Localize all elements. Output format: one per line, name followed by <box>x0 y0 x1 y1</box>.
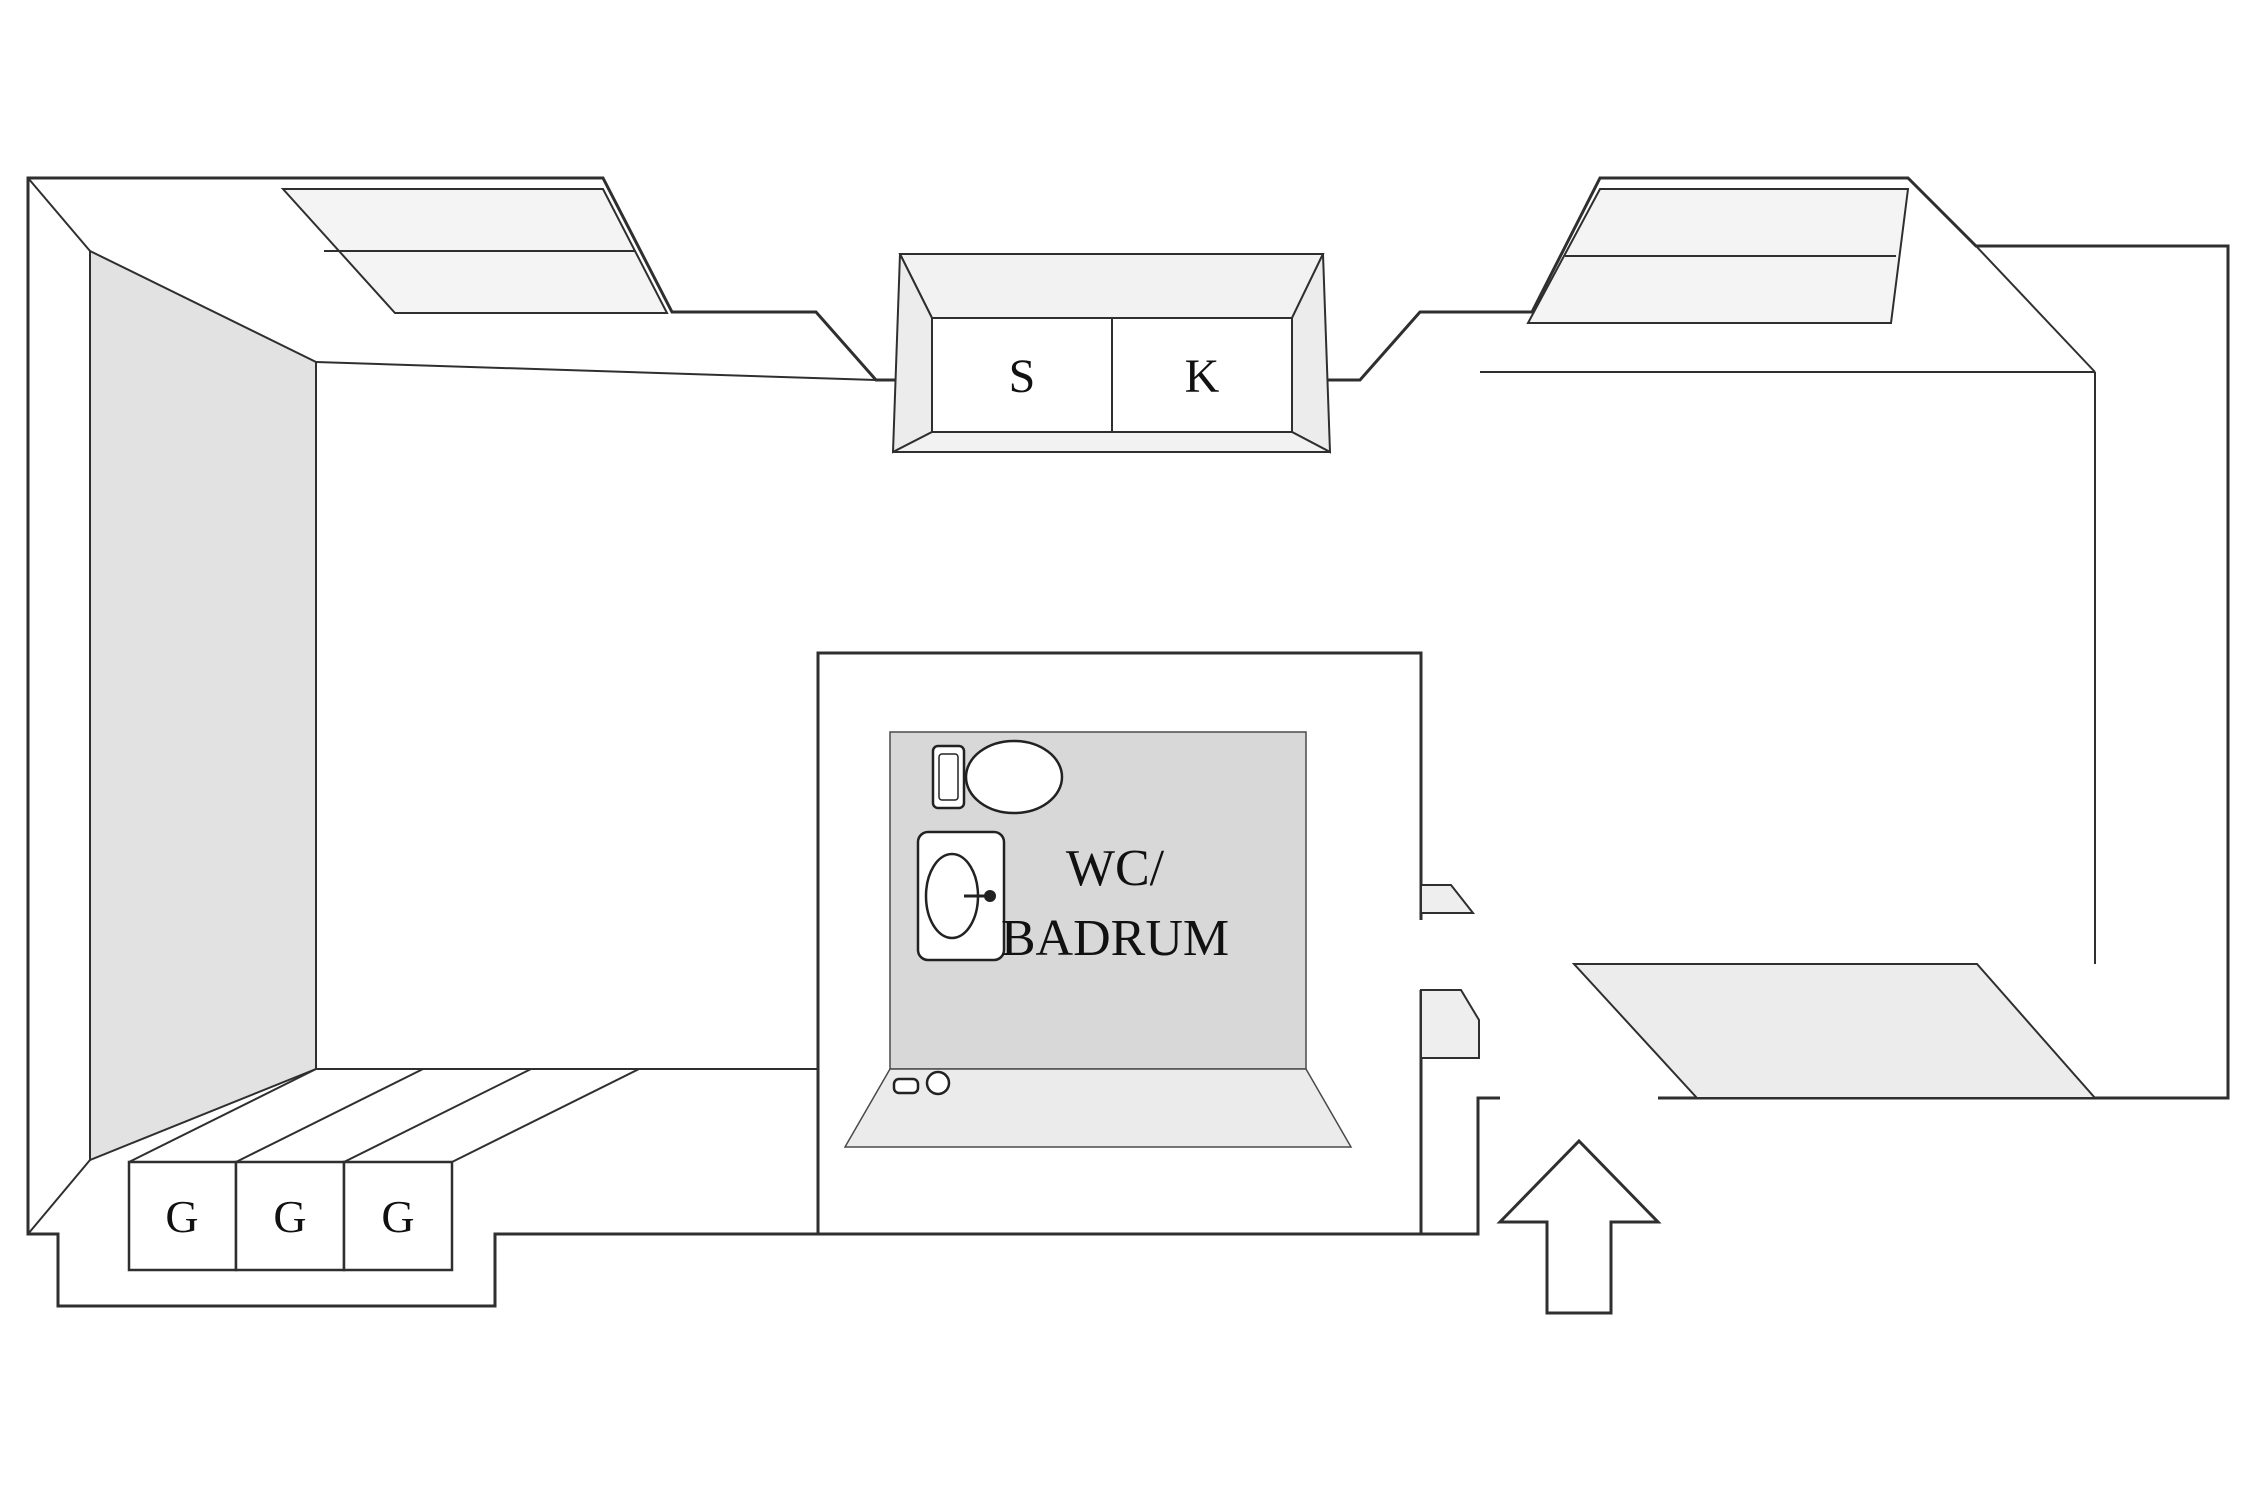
wc-label-line1: WC/ <box>1066 840 1165 897</box>
wardrobe-label-1: G <box>165 1191 198 1242</box>
wc-door-jamb-upper <box>1420 884 1476 914</box>
wc-room: WC/ BADRUM <box>816 651 1480 1236</box>
corner-line-bottom-left <box>27 1159 91 1235</box>
wardrobe-box-1 <box>127 1160 238 1272</box>
cabinet-door-k <box>1111 317 1293 433</box>
cabinet-block: S K <box>891 253 1332 454</box>
left-wall-panel <box>89 249 317 1162</box>
shower-icon <box>892 1070 951 1096</box>
wc-door-jamb-lower <box>1420 989 1480 1059</box>
shelf-right <box>1526 188 1910 324</box>
cabinet-label-s: S <box>1009 350 1036 403</box>
wc-wall-face-bottom <box>843 1068 1353 1148</box>
wardrobe-box-3 <box>342 1160 454 1272</box>
entrance-opening <box>1500 1090 1658 1106</box>
wardrobe-label-2: G <box>273 1191 306 1242</box>
floor-panel <box>1571 963 2098 1099</box>
wardrobe-box-2 <box>234 1160 346 1272</box>
cabinet-label-k: K <box>1185 350 1220 403</box>
toilet-icon <box>931 739 1064 815</box>
wardrobe-label-3: G <box>381 1191 414 1242</box>
corner-line-top-right <box>1975 245 2096 373</box>
wc-label-line2: BADRUM <box>1001 910 1229 967</box>
inner-wall-top-left <box>315 361 877 381</box>
entrance-arrow-icon <box>1496 1138 1662 1315</box>
cabinet-door-s <box>931 317 1113 433</box>
wardrobes: G G G <box>127 1068 640 1272</box>
wc-door-opening <box>1412 920 1430 990</box>
sink-icon <box>916 830 1006 962</box>
shelf-left <box>280 188 669 314</box>
corner-line-top-left <box>27 177 91 252</box>
